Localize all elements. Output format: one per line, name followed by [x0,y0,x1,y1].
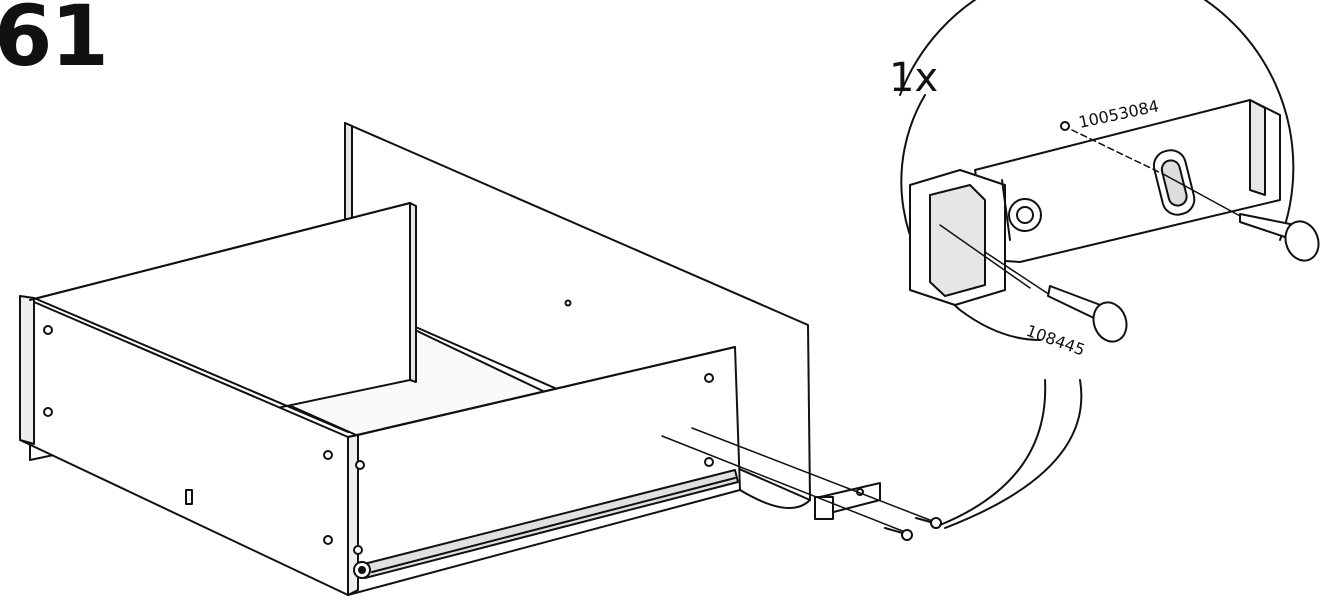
bracket-detail-icon [909,99,1281,306]
quantity-label: 1x [889,55,939,101]
screw-icon [915,517,942,529]
part-number-screw: 108445 [1024,321,1088,360]
step-number: 61 [0,0,109,85]
screw-detail-icon [1047,285,1128,343]
screw-icon [884,527,913,541]
alignment-lines [661,427,936,533]
drawer-box-icon [19,122,811,596]
screw-detail-icon [1239,213,1320,262]
